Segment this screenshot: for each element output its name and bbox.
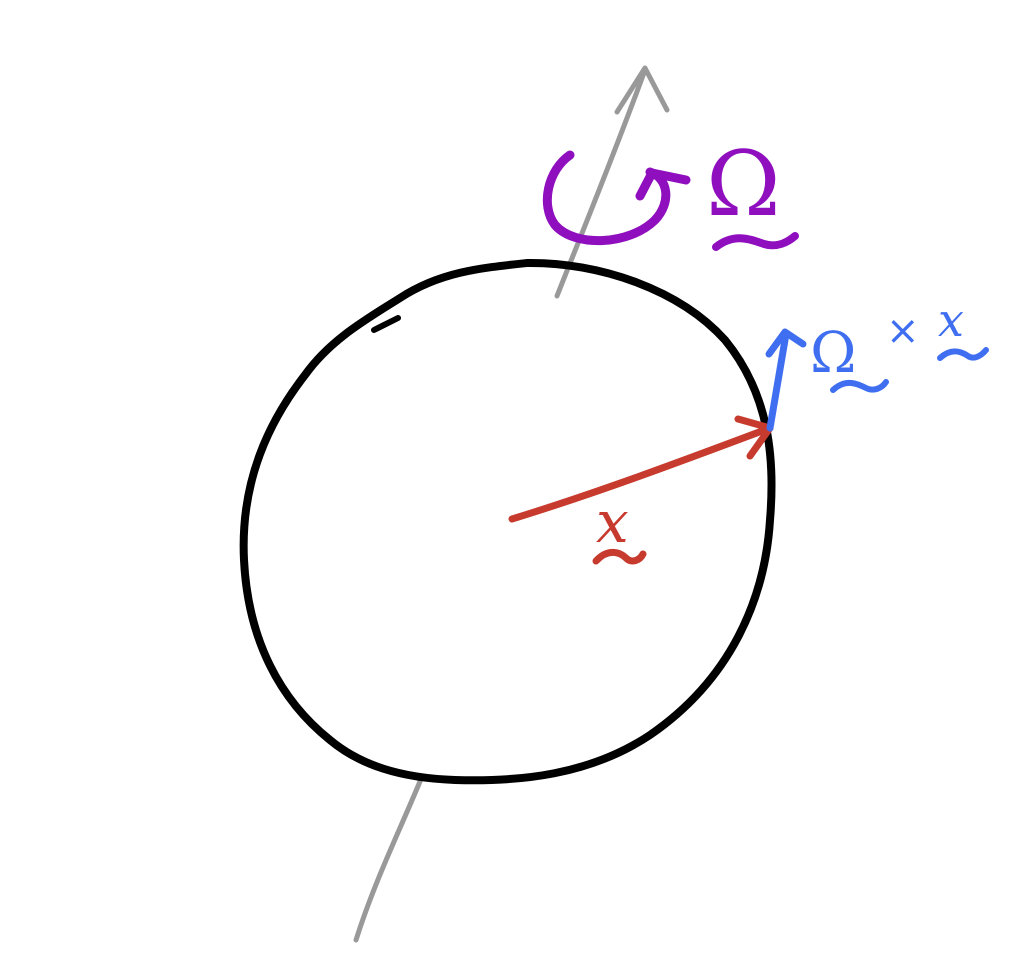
velocity-vector-line xyxy=(766,330,790,432)
velocity-vector: Ω × x xyxy=(765,293,989,432)
velocity-cross-label: × xyxy=(886,308,920,354)
velocity-x-label: x xyxy=(938,293,964,347)
position-vector: x xyxy=(508,415,774,565)
angular-velocity-symbol: Ω xyxy=(542,132,799,251)
rotation-axis-upper xyxy=(554,67,648,299)
rotation-arrowhead-icon xyxy=(635,168,691,201)
sphere-outline xyxy=(239,258,776,785)
omega-tilde xyxy=(712,232,799,251)
rotation-arrow-icon xyxy=(542,150,671,246)
position-tilde xyxy=(592,548,647,565)
sphere-outline-tick xyxy=(371,315,401,333)
rotation-axis xyxy=(353,65,670,943)
position-vector-line xyxy=(508,424,774,523)
rotation-axis-arrowhead xyxy=(614,65,670,115)
position-label: x xyxy=(596,488,629,556)
rotation-axis-lower xyxy=(353,776,424,943)
velocity-omega-tilde xyxy=(830,379,889,393)
omega-label: Ω xyxy=(706,132,781,237)
velocity-omega-label: Ω xyxy=(810,321,856,386)
velocity-vector-arrowhead xyxy=(765,328,807,358)
velocity-x-tilde xyxy=(937,347,989,361)
